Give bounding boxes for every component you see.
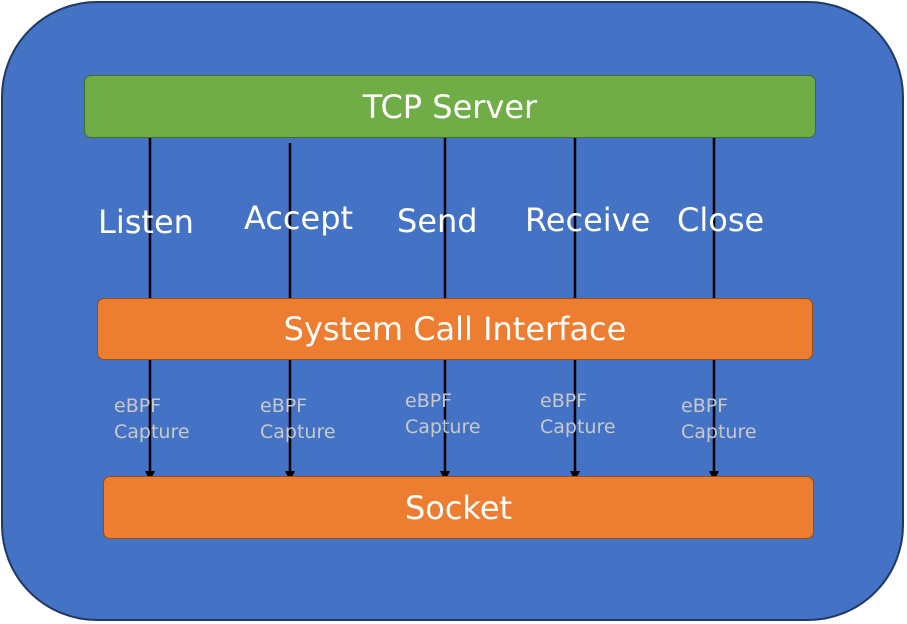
operation-label-send: Send: [397, 202, 478, 240]
capture-line2: Capture: [405, 416, 481, 438]
socket-label: Socket: [404, 488, 513, 527]
capture-line1: eBPF: [114, 395, 162, 417]
socket-box: Socket: [103, 476, 814, 539]
operation-label-accept: Accept: [244, 199, 354, 237]
operation-label-listen: Listen: [98, 203, 194, 241]
capture-line2: Capture: [260, 421, 336, 443]
capture-line2: Capture: [114, 421, 190, 443]
capture-line2: Capture: [681, 421, 757, 443]
ebpf-capture-label-accept: eBPF Capture: [260, 393, 336, 445]
ebpf-capture-label-send: eBPF Capture: [405, 388, 481, 440]
ebpf-capture-label-receive: eBPF Capture: [540, 388, 616, 440]
tcp-server-box: TCP Server: [84, 75, 816, 138]
tcp-server-label: TCP Server: [362, 87, 538, 126]
capture-line1: eBPF: [405, 390, 453, 412]
ebpf-capture-label-close: eBPF Capture: [681, 393, 757, 445]
capture-line1: eBPF: [681, 395, 729, 417]
capture-line1: eBPF: [260, 395, 308, 417]
ebpf-capture-label-listen: eBPF Capture: [114, 393, 190, 445]
operation-label-close: Close: [677, 201, 765, 239]
capture-line2: Capture: [540, 416, 616, 438]
operation-label-receive: Receive: [525, 201, 651, 239]
capture-line1: eBPF: [540, 390, 588, 412]
system-call-interface-box: System Call Interface: [97, 298, 813, 360]
system-call-interface-label: System Call Interface: [283, 310, 627, 348]
